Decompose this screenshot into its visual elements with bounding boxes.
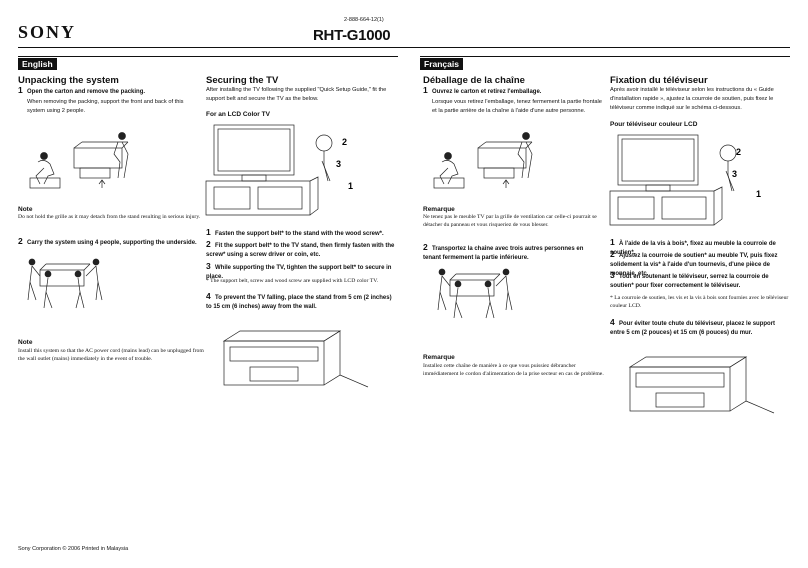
callout-1: 1 [756, 189, 761, 199]
section-title: Fixation du téléviseur [610, 75, 708, 86]
securing-intro: Après avoir installé le téléviseur selon… [610, 87, 774, 111]
securing-subtitle: For an LCD Color TV [206, 111, 270, 118]
step-1-description: When removing the packing, support the f… [27, 99, 184, 114]
two-people-unpacking-illustration [433, 132, 533, 189]
divider [18, 56, 398, 57]
note-text: Ne tenez pas le meuble TV par la grille … [423, 214, 597, 228]
two-people-unpacking-illustration [29, 132, 129, 189]
securing-footnote: * La courroie de soutien, les vis et la … [610, 295, 789, 309]
note2-text: Installez cette chaîne de manière à ce q… [423, 363, 604, 377]
note2-text: Install this system so that the AC power… [18, 348, 204, 362]
header-rule [18, 47, 790, 48]
model-title: RHT-G1000 [313, 27, 391, 44]
step-1-description: Lorsque vous retirez l'emballage, tenez … [432, 99, 602, 114]
sony-logo: SONY [18, 22, 77, 42]
note2-title: Remarque [423, 354, 455, 361]
callout-1: 1 [348, 181, 353, 191]
securing-subtitle: Pour téléviseur couleur LCD [610, 121, 698, 128]
callout-3: 3 [732, 169, 737, 179]
stand-wall-distance-illustration [222, 330, 369, 388]
tv-stand-support-belt-illustration: 2 3 1 [609, 134, 761, 226]
footer-copyright: Sony Corporation © 2006 Printed in Malay… [18, 546, 129, 552]
callout-2: 2 [736, 147, 741, 157]
part-number: 2-888-664-12(1) [344, 17, 384, 23]
four-people-carrying-illustration [437, 268, 513, 319]
stand-wall-distance-illustration [628, 356, 775, 414]
section-title: Déballage de la chaîne [423, 75, 525, 86]
note-text: Do not hold the grille as it may detach … [18, 214, 201, 220]
note-title: Remarque [423, 206, 455, 213]
note2-title: Note [18, 339, 33, 346]
note-title: Note [18, 206, 33, 213]
section-title: Unpacking the system [18, 75, 119, 86]
callout-2: 2 [342, 137, 347, 147]
tv-stand-support-belt-illustration: 2 3 1 [205, 124, 353, 216]
language-tag-english: English [18, 58, 57, 70]
securing-footnote: * The support belt, screw and wood screw… [206, 278, 379, 284]
four-people-carrying-illustration [27, 258, 103, 309]
section-title: Securing the TV [206, 75, 279, 86]
securing-intro: After installing the TV following the su… [206, 87, 387, 102]
language-tag-french: Français [420, 58, 463, 70]
callout-3: 3 [336, 159, 341, 169]
divider [420, 56, 790, 57]
